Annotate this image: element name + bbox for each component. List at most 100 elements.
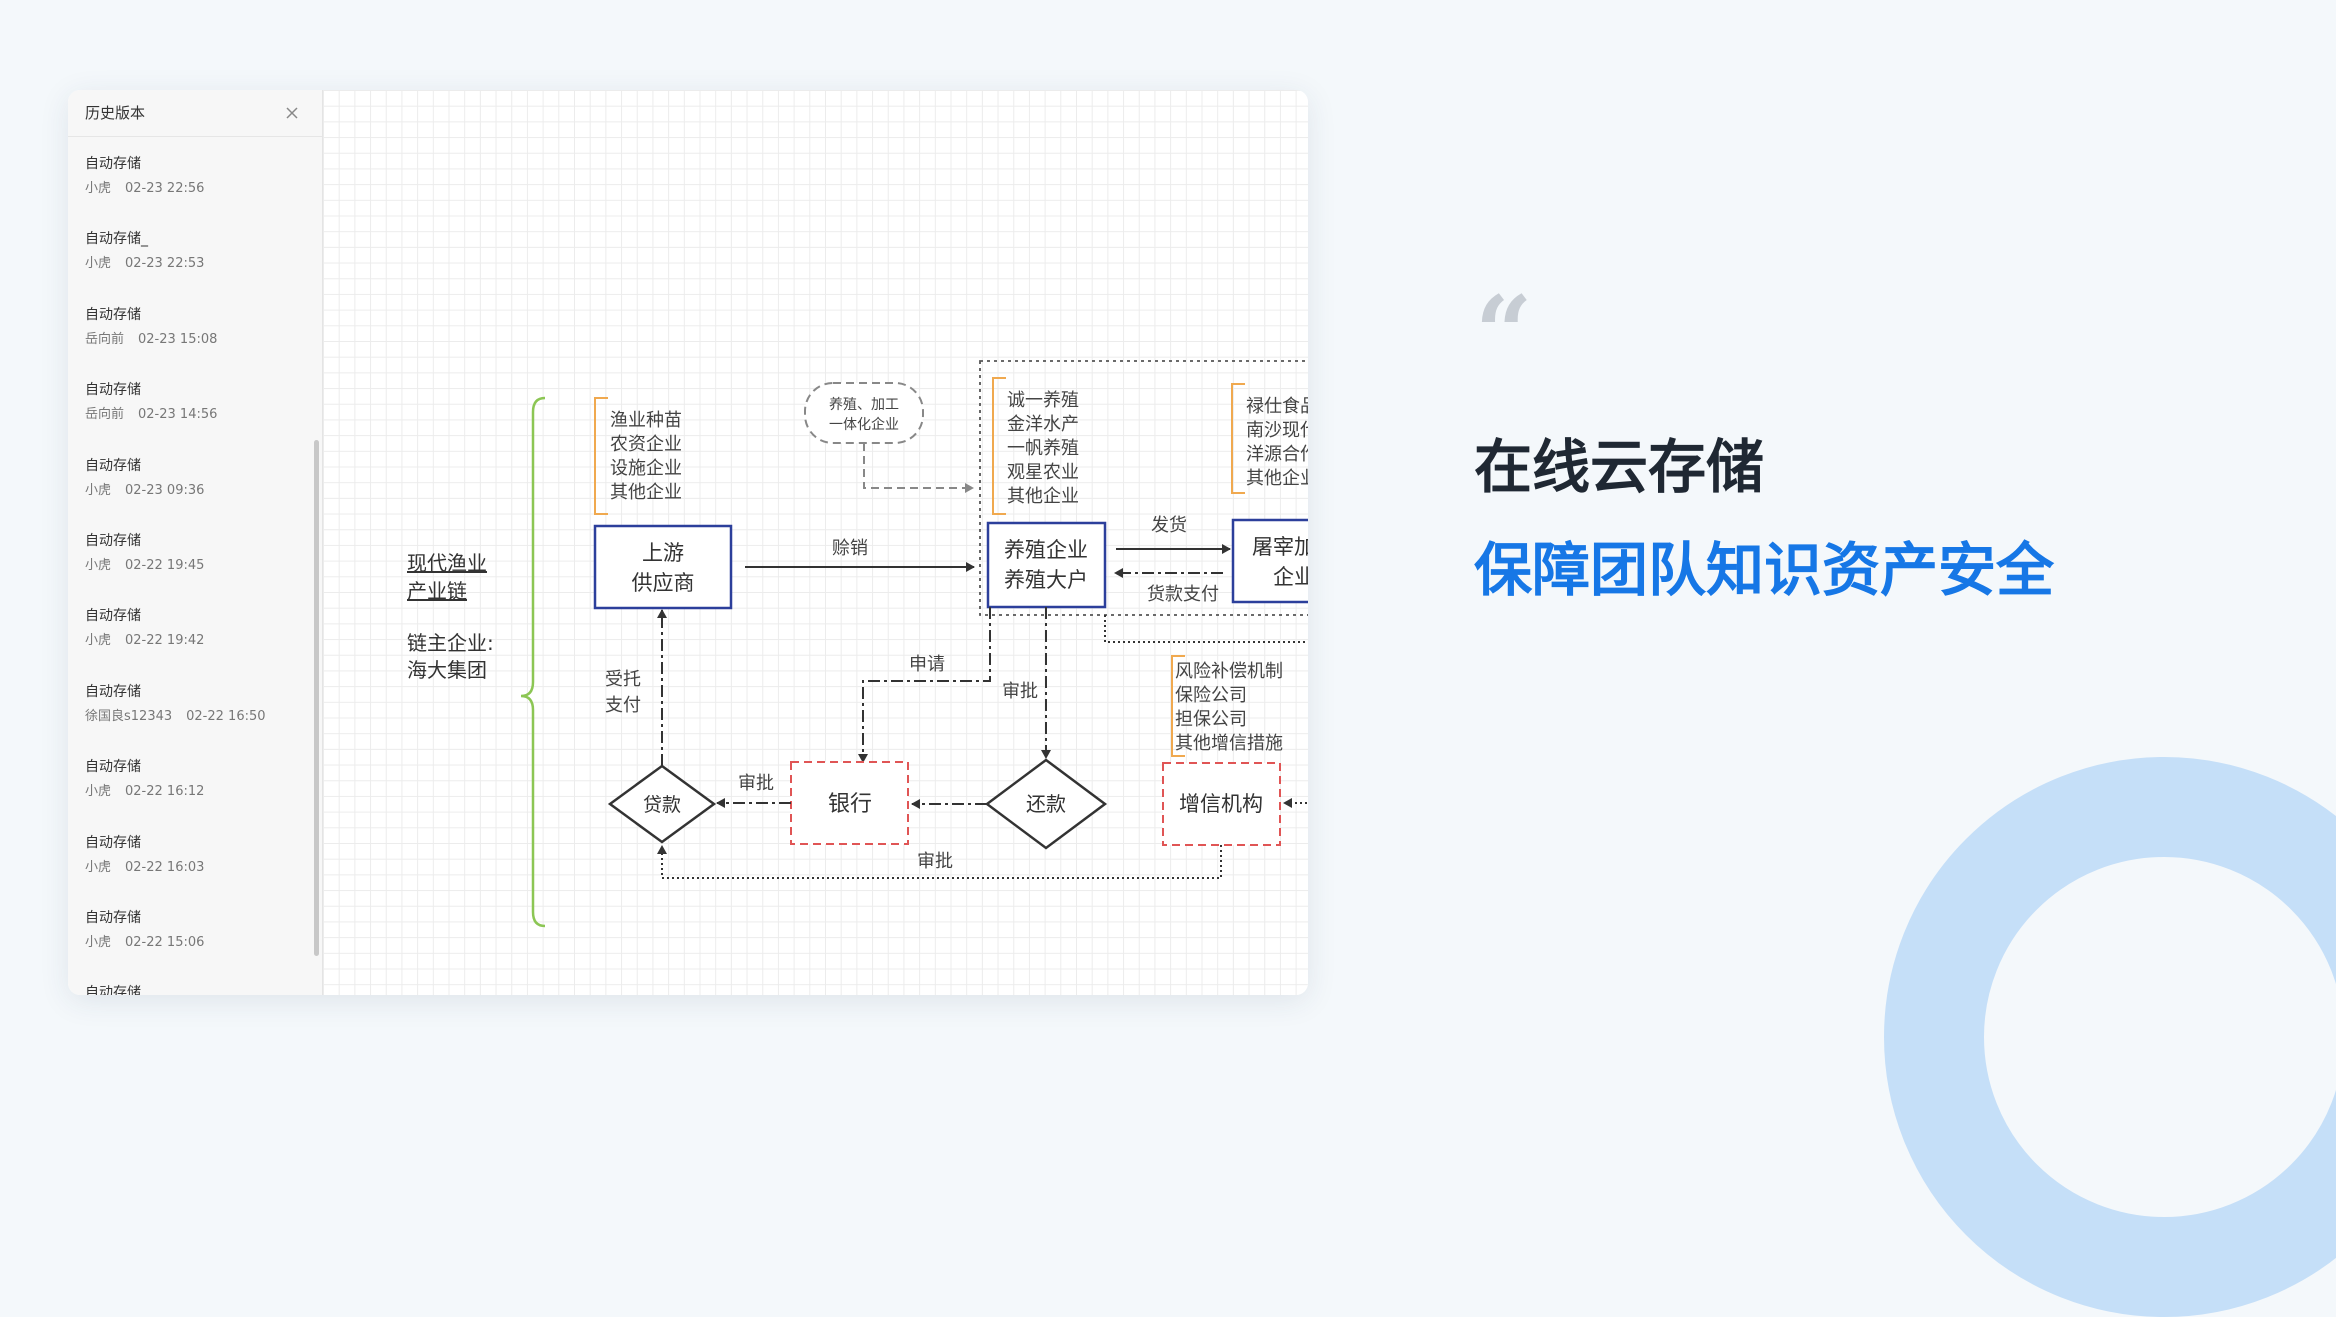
diagram-canvas[interactable]: 现代渔业 产业链 链主企业: 海大集团 渔业种苗 农资企业 设施企业 其他企业 … [323, 90, 1308, 995]
orange-bracket [992, 377, 1006, 515]
approve-repay-label: 审批 [1002, 681, 1038, 702]
chain-leader: 链主企业: [407, 631, 494, 655]
repay-node-label: 还款 [1026, 792, 1066, 816]
integrated-enterprise-label: 一体化企业 [829, 416, 899, 433]
approve-bottom-label: 审批 [917, 851, 953, 872]
version-item[interactable]: 自动存储 小虎 02-22 19:45 [68, 529, 312, 604]
version-time: 02-22 16:03 [125, 859, 205, 875]
version-time: 02-23 22:56 [125, 181, 205, 196]
integrated-enterprise-label: 养殖、加工 [829, 396, 899, 413]
farmer-node-label: 养殖企业 [1004, 538, 1088, 562]
version-author: 小虎 [85, 784, 112, 800]
version-item[interactable]: 自动存储 [68, 981, 312, 995]
farming-list-item: 金洋水产 [1007, 414, 1079, 435]
version-author: 小虎 [85, 557, 112, 573]
version-name: 自动存储_ [85, 231, 148, 248]
risk-list-item: 风险补偿机制 [1175, 661, 1283, 682]
history-sidebar: 历史版本 自动存储 小虎 02-23 22:56 自动存储_ 小虎 02-23 22… [68, 90, 323, 995]
processor-node-label: 屠宰加工 [1252, 535, 1308, 559]
version-time: 02-23 22:53 [125, 256, 205, 272]
version-item[interactable]: 自动存储_ 小虎 02-23 22:53 [68, 227, 312, 302]
version-name: 自动存储 [85, 532, 141, 549]
version-author: 岳向前 [85, 331, 125, 347]
processor-node-label: 企业 [1273, 565, 1308, 589]
risk-list-item: 其他增信措施 [1175, 733, 1283, 754]
sidebar-scrollbar[interactable] [314, 440, 319, 956]
consign-sale-label: 赊销 [832, 538, 868, 559]
version-name: 自动存储 [85, 683, 141, 700]
version-author: 小虎 [85, 934, 112, 950]
version-time: 02-23 14:56 [138, 407, 218, 423]
entrusted-payment-label: 支付 [605, 695, 641, 716]
processing-list-item: 其他企业 [1246, 468, 1308, 489]
version-item[interactable]: 自动存储 小虎 02-22 16:03 [68, 831, 312, 906]
version-name: 自动存储 [85, 985, 141, 995]
risk-list-item: 担保公司 [1175, 709, 1247, 730]
version-author: 小虎 [85, 482, 112, 498]
bank-node-label: 银行 [828, 792, 872, 817]
upstream-list-item: 设施企业 [610, 458, 682, 479]
chain-title: 产业链 [407, 579, 467, 603]
credit-node-label: 增信机构 [1179, 792, 1263, 816]
version-item[interactable]: 自动存储 徐国良s12343 02-22 16:50 [68, 680, 312, 755]
version-time: 02-22 15:06 [125, 934, 205, 950]
version-item[interactable]: 自动存储 小虎 02-22 15:06 [68, 906, 312, 981]
farming-list-item: 诚一养殖 [1007, 389, 1079, 411]
payment-label: 货款支付 [1147, 584, 1219, 605]
version-author: 小虎 [85, 859, 112, 875]
loan-node[interactable] [607, 764, 717, 844]
entrusted-payment-label: 受托 [605, 669, 641, 690]
integrated-enterprise-node[interactable] [804, 382, 924, 444]
processing-list-item: 禄仕食品 [1246, 396, 1308, 417]
chain-title: 现代渔业 [407, 551, 487, 575]
supplier-node-label: 上游 [642, 541, 684, 565]
repay-node[interactable] [984, 758, 1108, 850]
version-author: 小虎 [85, 256, 112, 272]
version-name: 自动存储 [85, 759, 141, 776]
hero-title: 在线云存储 [1474, 433, 1765, 501]
risk-list-item: 保险公司 [1175, 685, 1247, 706]
apply-credit-arrow [1104, 615, 1308, 808]
version-time: 02-22 16:12 [125, 784, 205, 800]
version-name: 自动存储 [85, 382, 141, 399]
version-author: 徐国良s12343 [85, 708, 173, 724]
version-time: 02-22 16:50 [186, 708, 266, 724]
close-icon[interactable] [284, 105, 300, 121]
upstream-list-item: 渔业种苗 [610, 410, 682, 431]
supplier-node-label: 供应商 [632, 571, 695, 595]
upstream-list-item: 农资企业 [610, 434, 682, 455]
flowchart: 现代渔业 产业链 链主企业: 海大集团 渔业种苗 农资企业 设施企业 其他企业 … [407, 360, 1308, 928]
hero-subtitle: 保障团队知识资产安全 [1474, 536, 2055, 604]
sidebar-header: 历史版本 [68, 90, 322, 137]
apply-bank-arrow [858, 607, 991, 763]
farmer-node[interactable] [986, 521, 1107, 609]
version-name: 自动存储 [85, 608, 141, 625]
farming-list-item: 观星农业 [1007, 462, 1079, 483]
chain-leader: 海大集团 [407, 658, 487, 682]
version-time: 02-23 15:08 [138, 331, 218, 347]
processing-list-item: 洋源合作社 [1246, 444, 1308, 465]
version-author: 小虎 [85, 181, 112, 196]
bank-node[interactable] [790, 761, 909, 845]
ship-label: 发货 [1151, 515, 1187, 536]
orange-bracket [1171, 655, 1185, 757]
version-time: 02-23 09:36 [125, 482, 205, 498]
farming-list-item: 一帆养殖 [1007, 437, 1079, 459]
credit-node[interactable] [1162, 762, 1281, 846]
apply-bank-label: 申请 [909, 654, 945, 675]
version-item[interactable]: 自动存储 小虎 02-22 16:12 [68, 755, 312, 830]
version-name: 自动存储 [85, 909, 141, 926]
version-name: 自动存储 [85, 834, 141, 851]
version-time: 02-22 19:45 [125, 557, 205, 573]
version-list: 自动存储 小虎 02-23 22:56 自动存储_ 小虎 02-23 22:53 自… [68, 152, 312, 995]
supplier-node[interactable] [593, 524, 733, 610]
decorative-ring [1884, 757, 2336, 1317]
processor-node[interactable] [1231, 518, 1308, 604]
orange-bracket [1231, 383, 1245, 494]
cloud-to-farm-arrow [863, 443, 974, 493]
